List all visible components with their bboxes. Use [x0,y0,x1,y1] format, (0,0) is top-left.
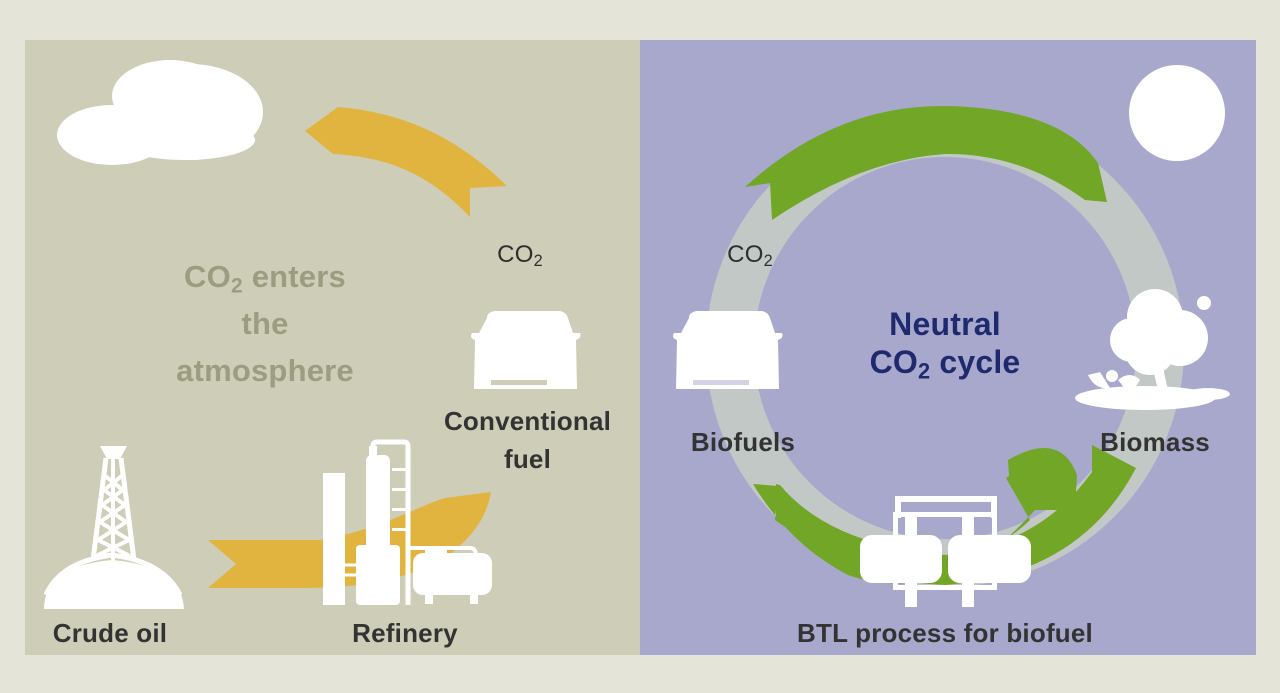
sun-icon [1129,65,1225,161]
neutral-subscript: 2 [917,358,931,384]
biomass-label: Biomass [1100,427,1210,457]
headline-co: CO [184,259,231,294]
conventional-fuel-line1: Conventional [443,406,612,436]
co2-subscript: 2 [763,252,773,271]
headline-subscript: 2 [230,274,243,298]
co2-label-fossil: CO2 [480,236,560,274]
co2-label-bio: CO2 [710,236,790,274]
refinery-icon [323,439,492,605]
co2-text: CO [727,241,764,268]
refinery-label: Refinery [352,618,458,648]
tree-icon [1075,289,1230,410]
neutral-cycle: cycle [930,344,1021,380]
oil-derrick-icon [43,446,184,609]
btl-plant-icon [860,496,1031,607]
headline-enters: enters [242,259,346,294]
crude-oil-label: Crude oil [52,618,168,648]
cloud-icon [57,60,263,165]
neutral-co2-cycle-label: Neutral CO2 cycle [845,305,1045,384]
btl-process-label: BTL process for biofuel [797,618,1093,648]
cycle-arrow-top [745,105,1107,220]
neutral-line2: CO2 cycle [845,343,1045,384]
conventional-fuel-line2: fuel [503,444,552,474]
co2-text: CO [497,241,534,268]
neutral-line1: Neutral [889,306,1001,342]
neutral-co: CO [869,344,918,380]
cycle-arrow-bottom [753,448,1077,584]
car-icon [471,311,581,389]
car-icon [673,311,783,389]
co2-enters-atmosphere-label: CO2 enters the atmosphere [150,253,380,394]
conventional-fuel-label: Conventional fuel [430,402,625,478]
co2-emission-arrow [305,107,507,217]
co2-subscript: 2 [533,252,543,271]
headline-line3: atmosphere [176,353,354,388]
headline-line2: the [241,306,289,341]
headline-line1: CO2 enters [150,253,380,300]
biofuels-label: Biofuels [690,427,796,457]
